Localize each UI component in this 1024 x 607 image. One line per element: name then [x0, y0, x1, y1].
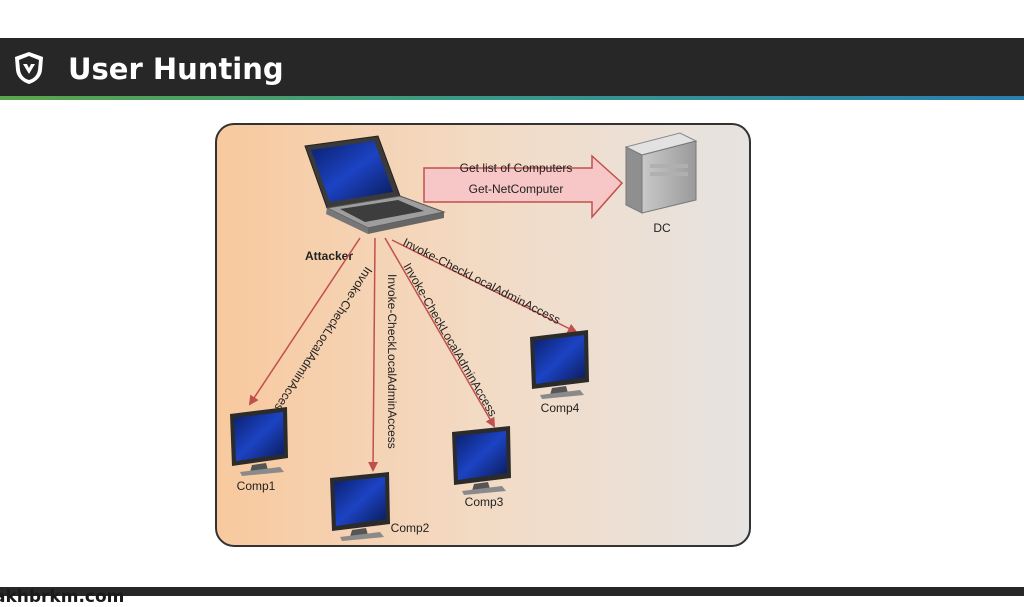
shield-logo-icon — [15, 52, 43, 84]
arrow-label-line1: Get list of Computers — [460, 161, 573, 175]
header-bar — [0, 38, 1024, 96]
header-accent-line — [0, 96, 1024, 100]
comp3-label: Comp3 — [465, 495, 504, 509]
dc-label: DC — [653, 221, 671, 235]
comp4-label: Comp4 — [541, 401, 580, 415]
arrow-label-line2: Get-NetComputer — [469, 182, 564, 196]
get-computers-arrow — [423, 154, 624, 219]
edge-label-comp2: Invoke-CheckLocalAdminAccess — [385, 274, 399, 449]
comp1-label: Comp1 — [237, 479, 276, 493]
page-title: User Hunting — [68, 52, 284, 86]
comp1-monitor-icon — [230, 407, 288, 476]
comp3-monitor-icon — [452, 426, 511, 495]
diagram-panel — [215, 123, 751, 547]
edge-to-comp4 — [391, 239, 578, 333]
watermark-text: akhbrkm.com — [0, 587, 125, 607]
comp4-monitor-icon — [530, 330, 589, 399]
comp2-label: Comp2 — [391, 521, 430, 535]
footer-bar — [0, 587, 1024, 596]
dc-server-icon — [624, 132, 698, 214]
comp2-monitor-icon — [330, 472, 390, 541]
attacker-laptop-icon — [304, 135, 446, 234]
edge-to-comp2 — [368, 237, 379, 472]
edge-to-comp1 — [248, 237, 361, 406]
edge-to-comp3 — [384, 237, 496, 428]
attacker-label: Attacker — [305, 249, 353, 263]
